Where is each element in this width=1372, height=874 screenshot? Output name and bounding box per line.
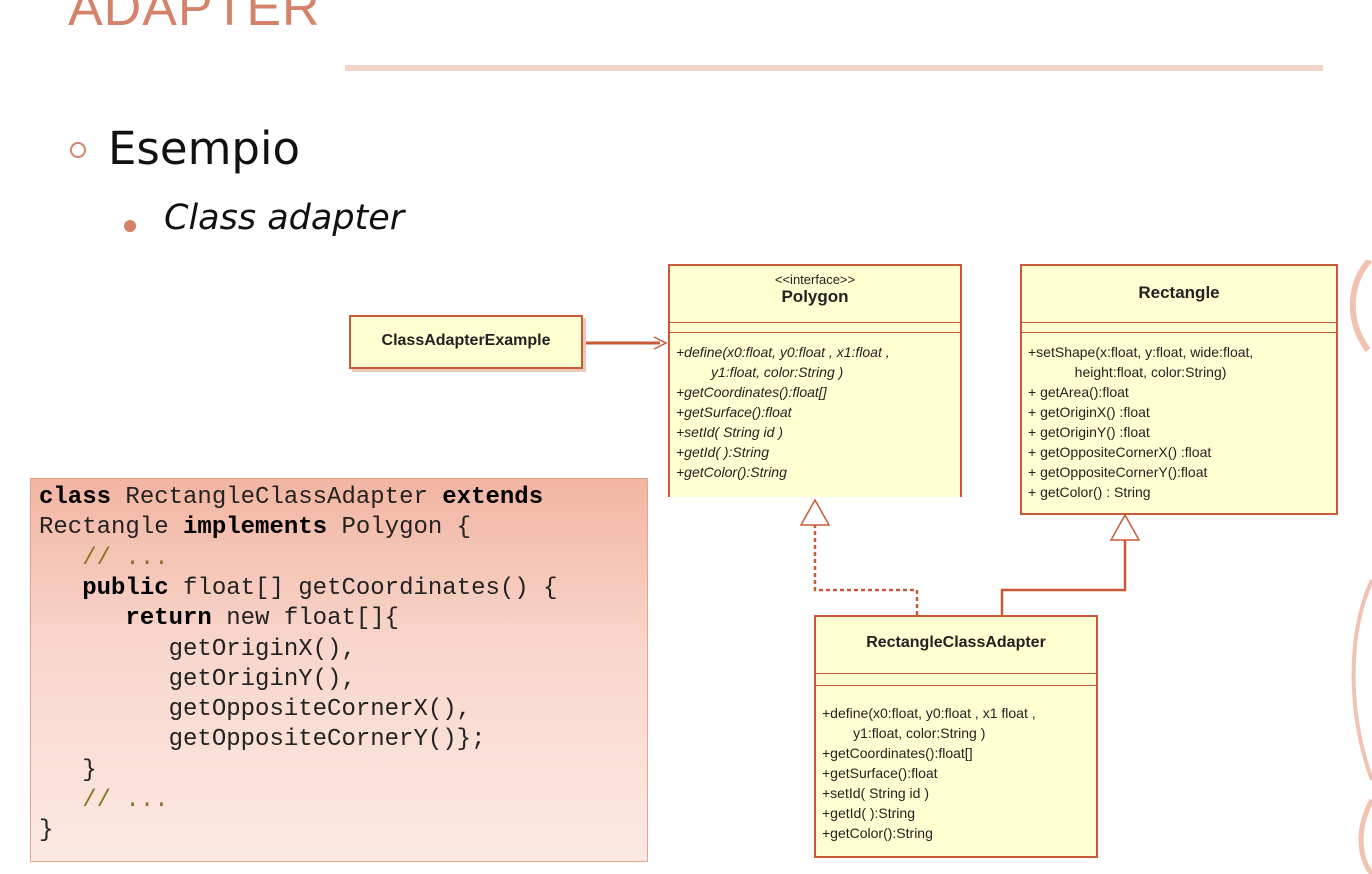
code-line: // ... <box>39 544 169 574</box>
code-text: getOriginX(), <box>39 635 356 663</box>
code-line: } <box>39 816 53 846</box>
code-line: getOppositeCornerY()}; <box>39 725 486 755</box>
operations-list: +define(x0:float, y0:float , x1:float , … <box>676 342 890 482</box>
bullet-esempio: Esempio <box>108 122 300 175</box>
code-line: return new float[]{ <box>39 604 399 634</box>
code-text: getOriginY(), <box>39 665 356 693</box>
class-name: Polygon <box>781 287 849 306</box>
operations-list: +setShape(x:float, y:float, wide:float, … <box>1028 342 1253 502</box>
operation: + getOriginX() :float <box>1028 404 1150 420</box>
operation: + getArea():float <box>1028 384 1129 400</box>
operation: + getColor() : String <box>1028 484 1151 500</box>
operations-list: +define(x0:float, y0:float , x1 float , … <box>822 703 1036 843</box>
code-comment: // ... <box>39 544 169 572</box>
class-header: <<interface>> Polygon <box>670 266 960 323</box>
code-keyword: implements <box>183 514 328 542</box>
attribute-separator <box>1022 332 1336 333</box>
code-text: } <box>39 756 97 784</box>
bullet-circle-icon <box>70 142 86 158</box>
class-name: ClassAdapterExample <box>381 332 551 349</box>
uml-class-classadapterexample: ClassAdapterExample <box>349 315 583 369</box>
operation: y1:float, color:String ) <box>822 725 986 741</box>
code-text: RectangleClassAdapter <box>111 484 443 511</box>
slide-title: ADAPTER <box>68 0 321 37</box>
operation: +setShape(x:float, y:float, wide:float, <box>1028 344 1254 360</box>
code-line: // ... <box>39 786 169 816</box>
code-text: float[] getCoordinates() { <box>168 574 558 602</box>
operation: +getSurface():float <box>676 404 792 420</box>
code-comment: // ... <box>39 787 169 814</box>
attribute-separator <box>670 332 960 333</box>
code-keyword: public <box>82 574 169 602</box>
class-header: Rectangle <box>1022 266 1336 323</box>
code-keyword: return <box>125 605 212 633</box>
operation: +getColor():String <box>676 464 787 480</box>
attribute-separator <box>816 685 1096 686</box>
class-name: RectangleClassAdapter <box>866 634 1046 651</box>
operation: +getSurface():float <box>822 765 938 781</box>
operation: +getId( ):String <box>676 444 769 460</box>
operation: +getId( ):String <box>822 805 915 821</box>
operation: + getOriginY() :float <box>1028 424 1150 440</box>
code-text: Rectangle <box>39 514 184 542</box>
operation: +define(x0:float, y0:float , x1 float , <box>822 705 1036 721</box>
code-keyword: class <box>39 484 112 511</box>
code-line: Rectangle implements Polygon { <box>39 513 471 543</box>
generalization-triangle <box>1109 513 1141 541</box>
uml-interface-polygon: <<interface>> Polygon +define(x0:float, … <box>668 264 962 497</box>
code-line: } <box>39 756 97 786</box>
code-text: new float[]{ <box>211 605 400 633</box>
generalization-line <box>1000 540 1127 615</box>
operation: +getCoordinates():float[] <box>822 745 973 761</box>
code-line: getOppositeCornerX(), <box>39 695 471 725</box>
operation: +getCoordinates():float[] <box>676 384 827 400</box>
realization-line <box>813 525 919 615</box>
bullet-dot-icon <box>124 220 136 232</box>
code-line: public float[] getCoordinates() { <box>39 574 558 604</box>
operation: +getColor():String <box>822 825 933 841</box>
code-line: class RectangleClassAdapter extends <box>39 483 543 513</box>
uml-class-rectangleclassadapter: RectangleClassAdapter +define(x0:float, … <box>814 615 1098 858</box>
code-text: getOppositeCornerX(), <box>39 696 472 724</box>
operation: +define(x0:float, y0:float , x1:float , <box>676 344 890 360</box>
decorative-artwork <box>1349 260 1372 874</box>
operation: height:float, color:String) <box>1028 364 1227 380</box>
title-divider <box>345 65 1323 71</box>
code-text: Polygon { <box>327 514 472 542</box>
realization-triangle <box>799 498 831 526</box>
class-name: Rectangle <box>1138 283 1220 302</box>
operation: + getOppositeCornerY():float <box>1028 464 1208 480</box>
code-line: getOriginX(), <box>39 635 356 665</box>
code-text: getOppositeCornerY()}; <box>39 726 486 754</box>
code-keyword: extends <box>442 484 544 511</box>
uml-class-rectangle: Rectangle +setShape(x:float, y:float, wi… <box>1020 264 1338 515</box>
operation: +setId( String id ) <box>676 424 783 440</box>
operation: y1:float, color:String ) <box>676 364 844 380</box>
code-text: } <box>39 817 54 845</box>
bullet-class-adapter: Class adapter <box>164 198 405 238</box>
stereotype: <<interface>> <box>774 272 856 287</box>
association-arrowhead <box>653 336 668 350</box>
code-line: getOriginY(), <box>39 665 356 695</box>
operation: + getOppositeCornerX() :float <box>1028 444 1212 460</box>
class-header: RectangleClassAdapter <box>816 617 1096 674</box>
operation: +setId( String id ) <box>822 785 929 801</box>
